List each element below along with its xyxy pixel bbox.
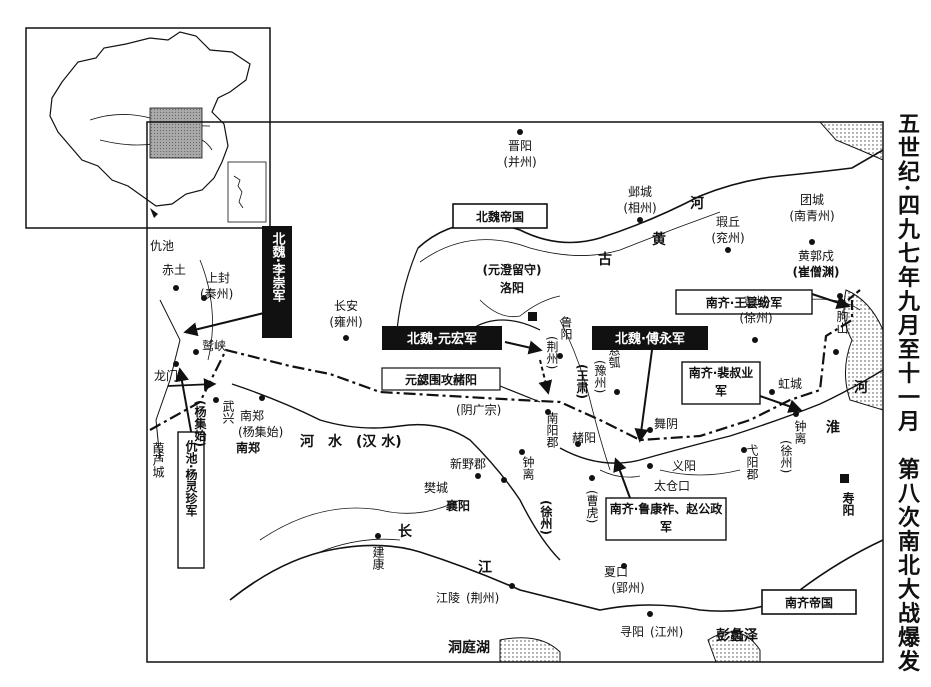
river-gu: 古 [598, 251, 612, 268]
place-fancheng: 新野郡 [450, 456, 486, 471]
map-title: 五世纪·四九七年九月至十一月 第八次南北大战爆发 [894, 112, 920, 674]
region-north-box: 北魏帝国 [452, 203, 548, 229]
place-badong: 建康 [371, 546, 385, 570]
place-wuyin: 赭阳 [572, 430, 596, 445]
army-qi-peishuye-label: 南齐·裴叔业军 [688, 366, 754, 398]
army-qi-lukangzuo: 南齐·鲁康祚、赵公政军 [605, 497, 727, 541]
place-taicangkou: 义阳 [672, 459, 696, 473]
place-yecheng-sub: (相州) [623, 201, 656, 215]
place-xiaqiu: 瑕丘 [716, 215, 740, 229]
river-hanshui: 河 水 (汉 水) [300, 433, 402, 450]
place-longmen: 龙门 [154, 368, 178, 383]
place-xiaxia: 鹫峡 [202, 338, 226, 353]
region-south-box: 南齐帝国 [761, 589, 857, 615]
army-qiuchi-yanglingzhen: 仇池·杨灵珍军 [177, 431, 205, 569]
army-qi-wangtanfen-label: 南齐·王昙纷军 [706, 295, 783, 310]
place-changan: 长安 [334, 298, 358, 313]
place-qiuchi: 仇池 [150, 239, 174, 253]
place-hongcheng: 虹城 [778, 377, 802, 391]
place-xinye: 钟离 [521, 455, 535, 481]
place-jinyang-sub: (并州) [503, 155, 536, 169]
place-jinyang: 晋阳 [508, 139, 532, 153]
army-wei-lichong-label: 北魏·李崇军 [270, 232, 287, 303]
inset-china-map [25, 27, 271, 229]
place-yiyangjun: 太仓口 [654, 478, 690, 493]
place-zhongli: 钟离 [793, 419, 807, 445]
annotation-yuanxi-label: 元勰围攻赭阳 [405, 372, 477, 387]
place-jiangling: 江陵 [436, 591, 460, 605]
army-qi-lukangzuo-label: 南齐·鲁康祚、赵公政军 [609, 502, 723, 534]
army-qi-peishuye: 南齐·裴叔业军 [681, 361, 761, 405]
place-wangsu: (王肃) [575, 364, 589, 399]
place-xunyang-sub: (江州) [650, 625, 683, 639]
place-labels: 晋阳 (并州) 邺城 (相州) 瑕丘 (兖州) 团城 (南青州) 黄郭戍 (崔僧… [150, 139, 839, 639]
place-caohu: 襄阳 [445, 498, 470, 513]
place-xinye-sub: (徐州) [539, 500, 553, 535]
place-yiyang: (曹虎) [585, 490, 599, 523]
place-shangfeng-sub: (秦州) [200, 287, 233, 301]
army-wei-lichong: 北魏·李崇军 [262, 226, 292, 338]
place-wuxing-sub: (杨集始) [193, 400, 207, 447]
region-north-label: 北魏帝国 [476, 209, 524, 224]
place-tuancheng: 团城 [800, 193, 824, 207]
place-luyang-sub: (荆州) [545, 336, 559, 369]
place-xiakou: 夏口 [604, 565, 628, 579]
annotation-yuancheng: (元澄留守) [483, 262, 542, 277]
army-wei-fuyong: 北魏·傅永军 [592, 326, 708, 350]
place-wuxing: 武兴 [221, 400, 235, 424]
place-chuwangshu: 舞阴 [654, 417, 678, 431]
place-zheyang: 南阳郡 [545, 411, 559, 449]
place-zhongli-sub: (徐州) [779, 440, 793, 473]
place-changan-sub: (雍州) [329, 314, 362, 329]
place-gelucheng: 葭芦城 [151, 442, 165, 479]
river-labels: 河 黄 古 河 河 水 (汉 水) 长 江 淮 洞庭湖 彭蠡泽 [300, 195, 868, 656]
place-ming-guangzong: 南郑 [236, 440, 260, 455]
place-xiaqiu-sub: (兖州) [711, 230, 744, 245]
place-pengcheng: 彭城 [744, 295, 768, 309]
river-jiang: 江 [478, 559, 492, 576]
army-wei-yuanhong-label: 北魏·元宏军 [407, 331, 477, 347]
river-chang: 长 [398, 523, 413, 540]
place-nanzheng-sub: (杨集始) [238, 424, 283, 439]
place-nanzheng: 南郑 [240, 408, 264, 423]
annotation-yuanxi: 元勰围攻赭阳 [381, 367, 501, 391]
place-qushan: 朐山 [835, 309, 849, 334]
place-xiangyang: 樊城 [424, 481, 448, 495]
river-he-1: 河 [690, 195, 704, 212]
place-huangguoshu: 黄郭戍 [798, 249, 834, 263]
place-xiakou-sub: (郢州) [611, 581, 644, 595]
place-shangfeng: 上封 [206, 271, 230, 285]
place-shouyang: 弋阳郡 [745, 444, 759, 481]
lake-pengli: 彭蠡泽 [716, 627, 758, 644]
place-labels-vertical: 鲁阳 (荆州) 悬瓠 (豫州) (王肃) 葭芦城 武兴 (杨集始) 南阳郡 钟离… [151, 309, 855, 570]
place-jiankang: 寿阳 [841, 491, 855, 517]
place-luoyang: 洛阳 [500, 280, 524, 295]
place-chitu: 赤土 [162, 263, 186, 277]
river-huang: 黄 [652, 231, 666, 248]
place-luyang: 鲁阳 [559, 316, 573, 340]
river-he-2: 河 [854, 379, 868, 396]
place-tuancheng-sub: (南青州) [789, 208, 834, 223]
place-jiangling-sub: (荆州) [466, 591, 499, 605]
place-nanyangjun: (阴广宗) [456, 402, 501, 417]
place-pengcheng-sub: (徐州) [739, 310, 772, 325]
region-south-label: 南齐帝国 [785, 595, 833, 610]
army-qiuchi-yanglingzhen-label: 仇池·杨灵珍军 [184, 439, 198, 518]
river-huai: 淮 [826, 419, 840, 436]
place-huangguoshu-sub: (崔僧渊) [793, 264, 840, 279]
army-wei-yuanhong: 北魏·元宏军 [382, 326, 502, 350]
army-wei-fuyong-label: 北魏·傅永军 [615, 331, 685, 347]
army-qi-wangtanfen: 南齐·王昙纷军 [675, 289, 813, 315]
lake-dongting: 洞庭湖 [448, 639, 490, 656]
place-xunyang: 寻阳 [620, 625, 644, 639]
place-yecheng: 邺城 [628, 185, 652, 199]
place-xuanhu-sub: (豫州) [593, 360, 607, 393]
main-map [146, 121, 884, 663]
place-xuanhu: 悬瓠 [607, 344, 621, 368]
